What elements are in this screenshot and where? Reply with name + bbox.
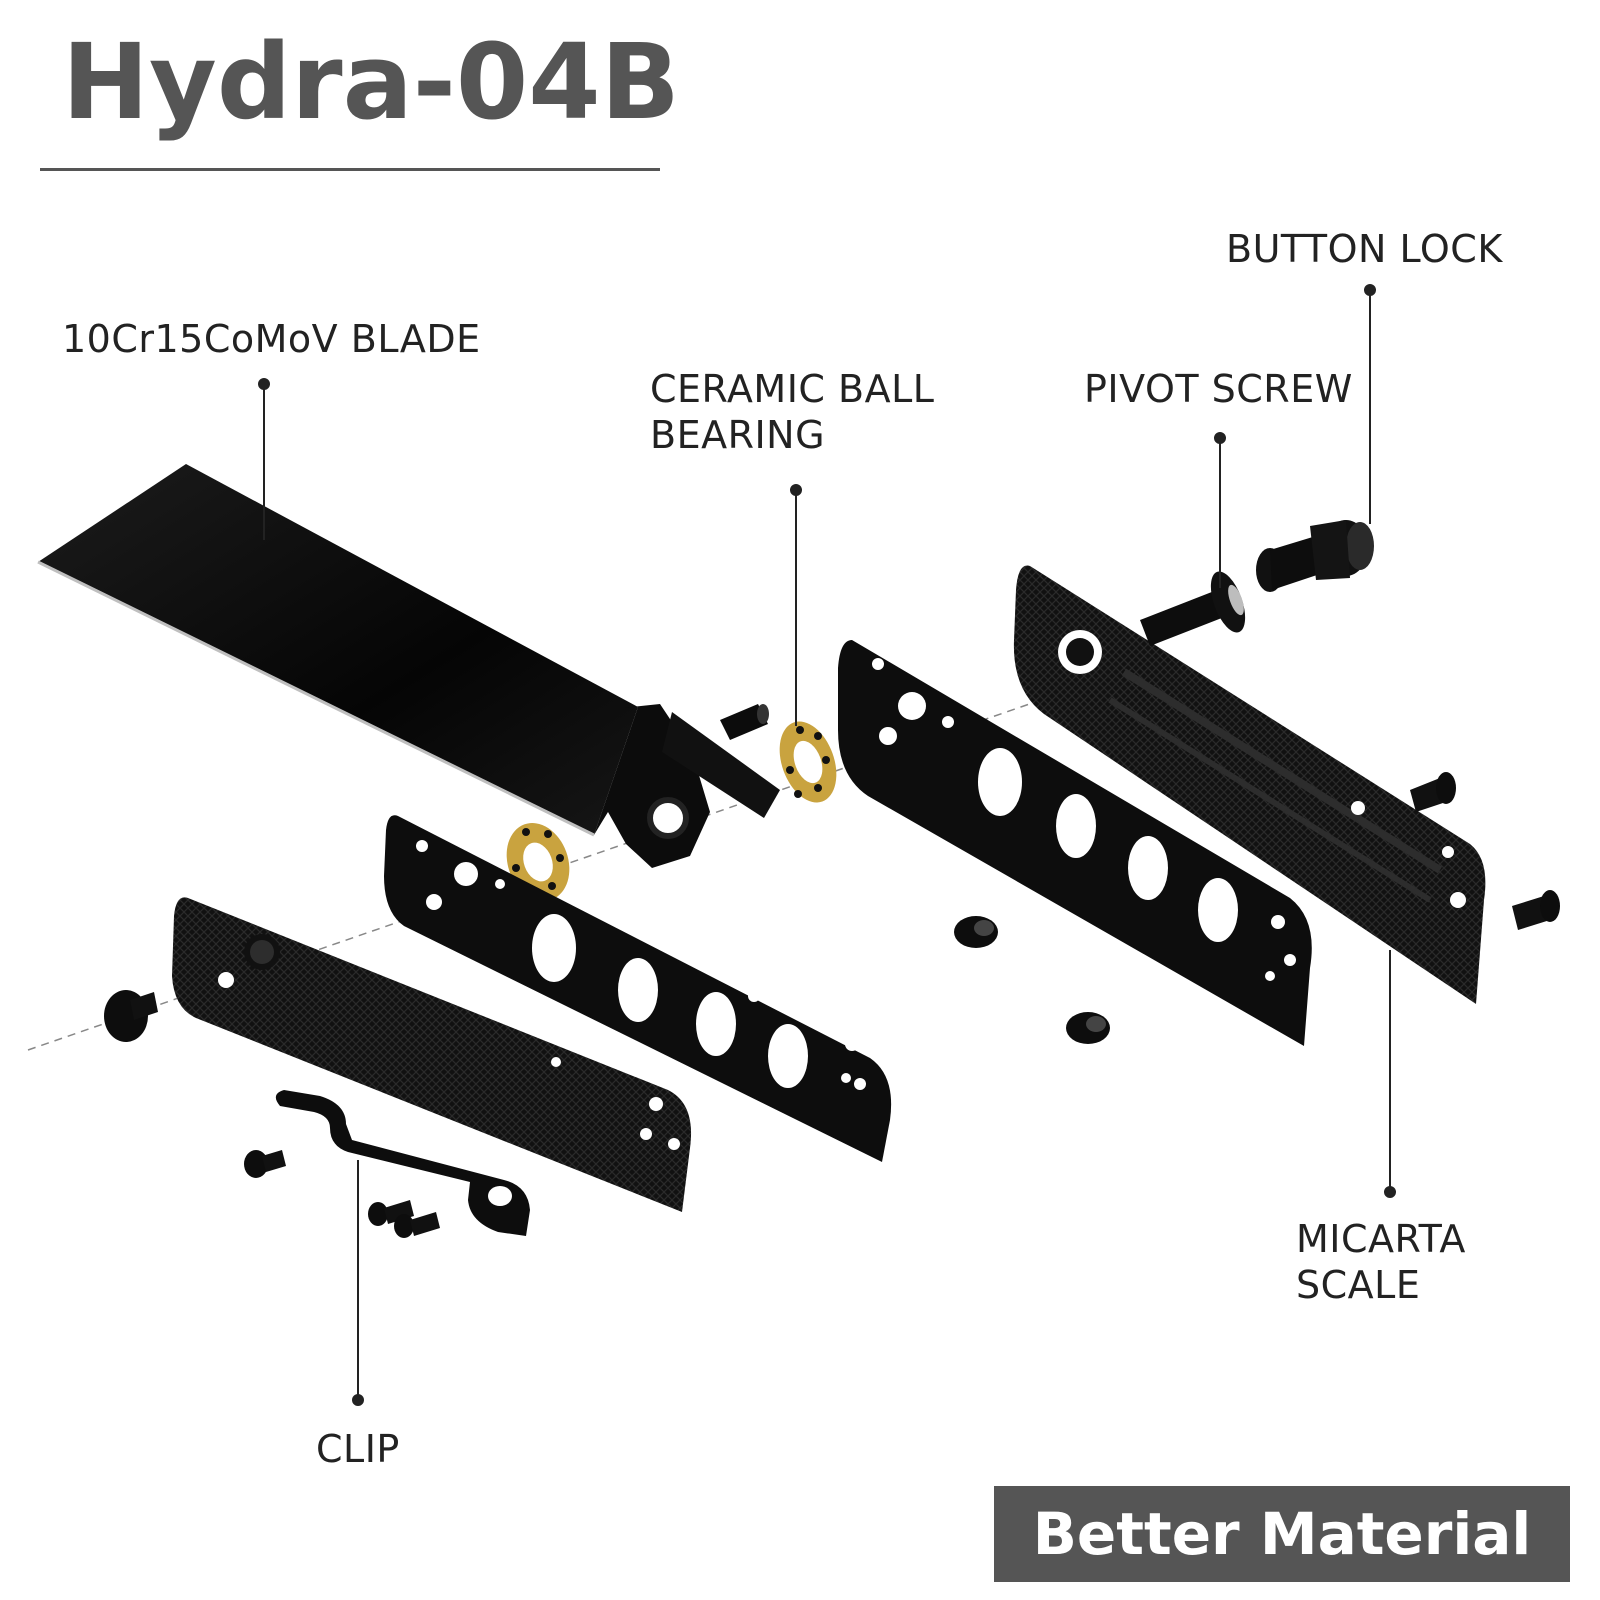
blade <box>37 464 780 868</box>
liner-right <box>838 640 1312 1046</box>
feature-badge: Better Material <box>994 1486 1570 1582</box>
leader-dot-blade <box>258 378 270 390</box>
label-bearing-line1: CERAMIC BALL <box>650 367 935 411</box>
leader-dot-scale <box>1384 1186 1396 1198</box>
screw-right-2 <box>1512 890 1560 930</box>
micarta-scale-right <box>1013 565 1486 1004</box>
leader-dot-bearing <box>790 484 802 496</box>
label-clip: CLIP <box>316 1427 400 1471</box>
label-scale-line2: SCALE <box>1296 1263 1421 1307</box>
page-title: Hydra-04B <box>62 21 680 143</box>
label-micarta-scale: MICARTA SCALE <box>1296 1216 1466 1308</box>
standoff-1 <box>954 916 998 948</box>
leader-dot-button-lock <box>1364 284 1376 296</box>
standoff-2 <box>1066 1012 1110 1044</box>
label-blade: 10Cr15CoMoV BLADE <box>62 317 481 361</box>
leader-lines <box>258 284 1396 1406</box>
clip-screw-1 <box>244 1150 286 1178</box>
micarta-scale-left <box>172 897 692 1212</box>
label-ceramic-ball-bearing: CERAMIC BALL BEARING <box>650 366 934 458</box>
title-underline <box>40 168 660 171</box>
label-button-lock: BUTTON LOCK <box>1226 227 1503 271</box>
leader-dot-clip <box>352 1394 364 1406</box>
pivot-screw <box>1140 571 1246 646</box>
stop-pin <box>720 704 769 740</box>
liner-left <box>384 815 892 1162</box>
label-bearing-line2: BEARING <box>650 413 826 457</box>
label-scale-line1: MICARTA <box>1296 1217 1466 1261</box>
pivot-nut <box>104 990 158 1042</box>
pocket-clip <box>275 1090 530 1236</box>
label-pivot-screw: PIVOT SCREW <box>1084 367 1353 411</box>
button-lock <box>1256 520 1374 592</box>
screw-right-1 <box>1410 772 1456 812</box>
clip-screw-3 <box>394 1212 440 1238</box>
leader-dot-pivot-screw <box>1214 432 1226 444</box>
ceramic-ball-bearing-right <box>779 721 837 803</box>
feature-badge-text: Better Material <box>1032 1500 1532 1568</box>
